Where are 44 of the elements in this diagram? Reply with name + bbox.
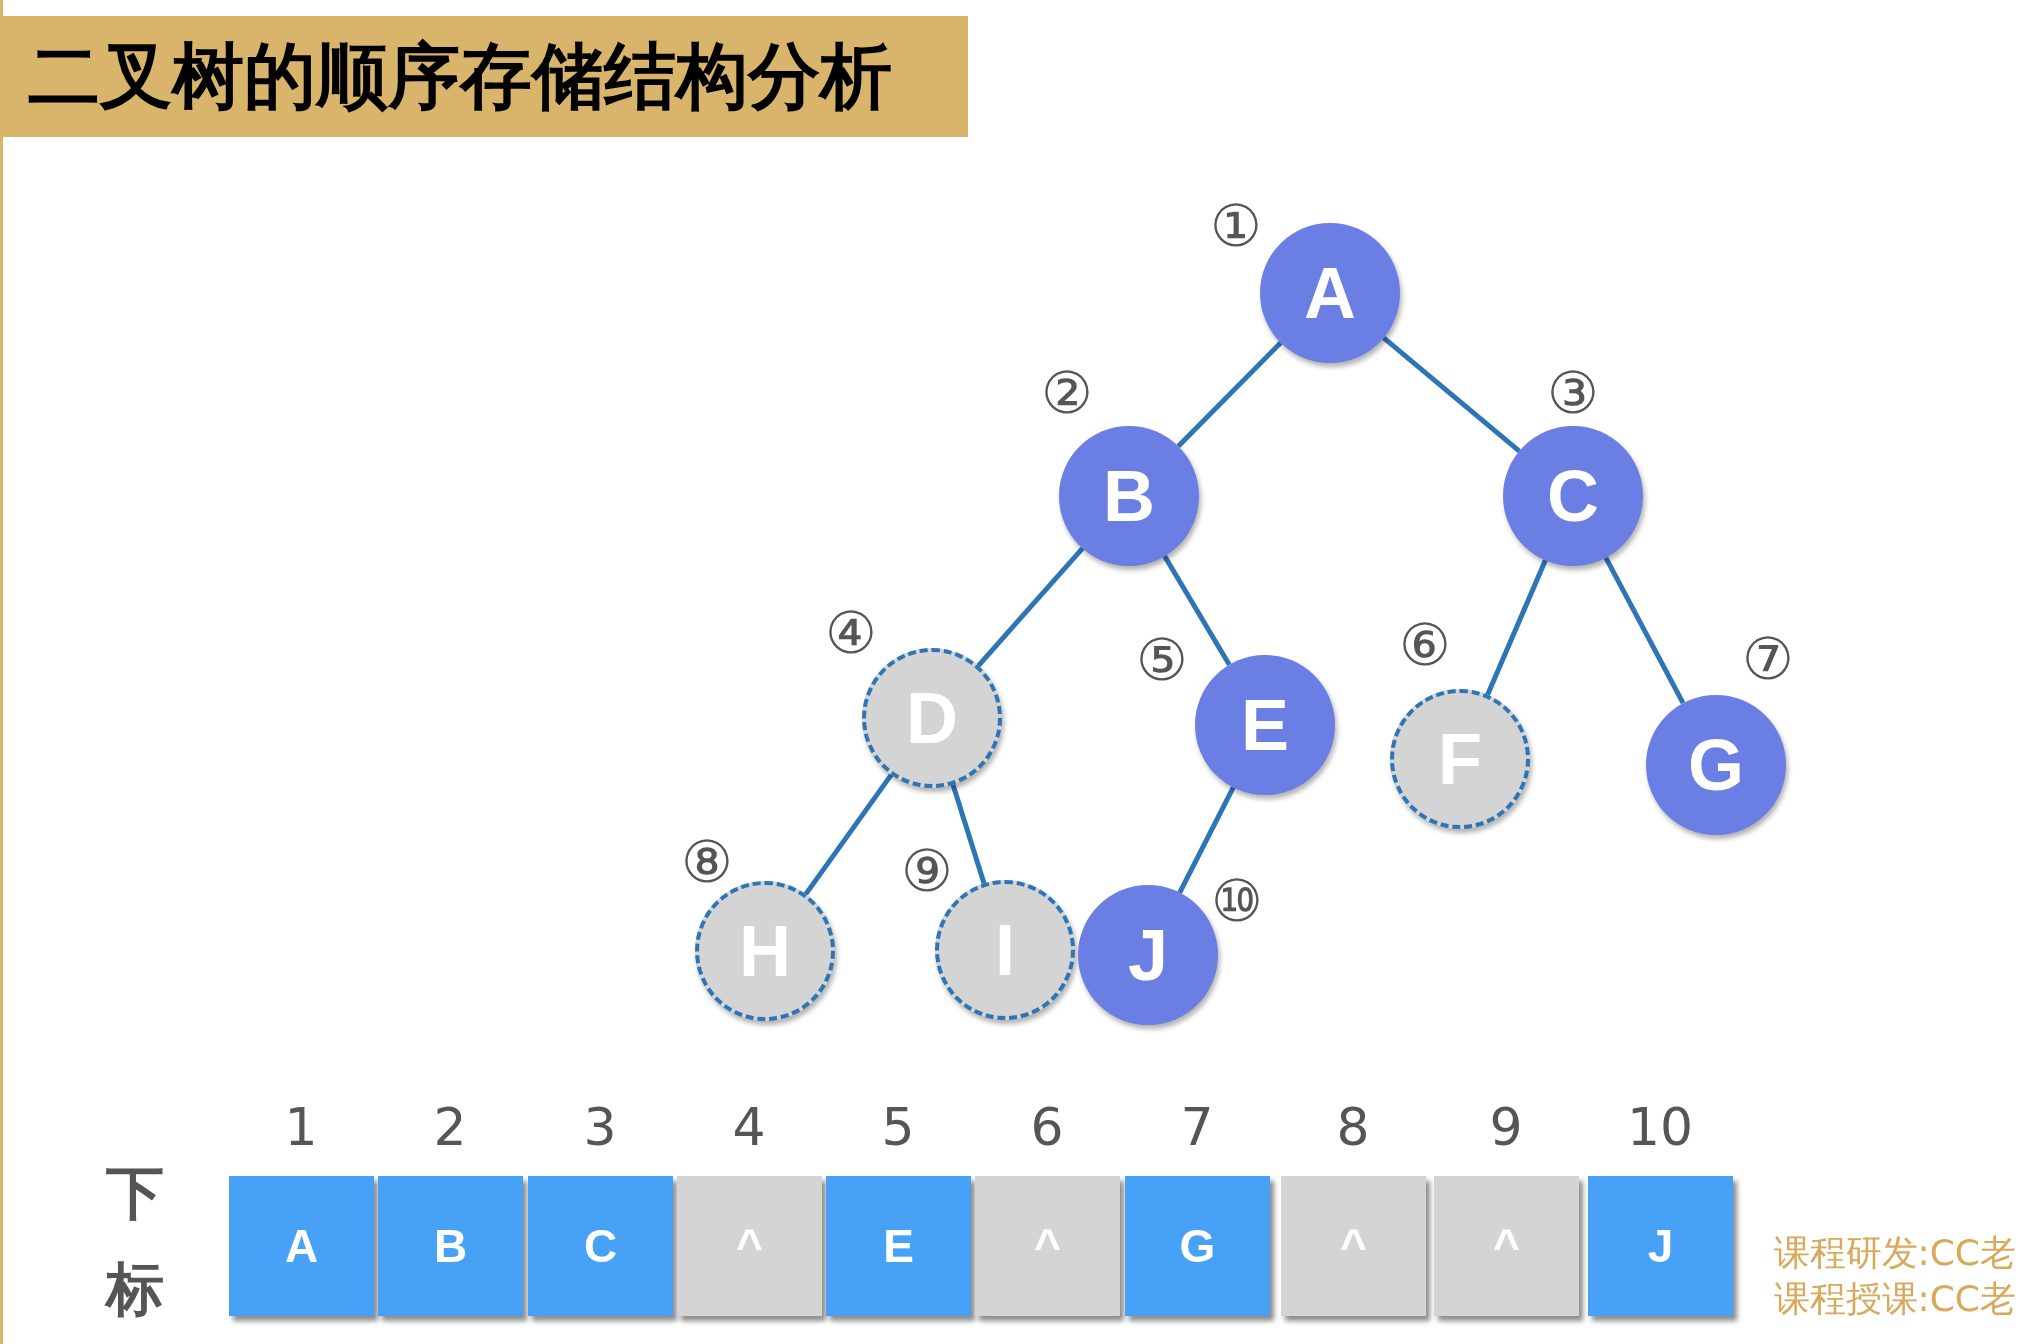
empty-array-cell: ^ — [677, 1176, 822, 1316]
node-number: ② — [1041, 364, 1093, 422]
empty-array-cell: ^ — [1281, 1176, 1426, 1316]
index-number: 4 — [732, 1101, 766, 1153]
tree-node: C — [1503, 426, 1643, 566]
index-number: 2 — [433, 1101, 467, 1153]
array-cell: B — [378, 1176, 523, 1316]
credit-text: 课程研发:CC老 — [1773, 1231, 2016, 1275]
node-number: ① — [1210, 197, 1262, 255]
empty-array-cell: ^ — [1434, 1176, 1579, 1316]
tree-edge — [1162, 554, 1232, 667]
index-number: 9 — [1489, 1101, 1523, 1153]
tree-edge — [976, 546, 1085, 668]
array-cell: A — [229, 1176, 374, 1316]
array-cell: E — [826, 1176, 971, 1316]
tree-edge — [1382, 336, 1521, 453]
tree-edge — [1177, 786, 1236, 894]
index-number: 3 — [583, 1101, 617, 1153]
credit-text: 课程授课:CC老 — [1773, 1277, 2016, 1321]
index-number: 6 — [1030, 1101, 1064, 1153]
index-number: 1 — [284, 1101, 318, 1153]
index-number: 10 — [1626, 1101, 1694, 1153]
index-number: 7 — [1180, 1101, 1214, 1153]
tree-edge — [950, 784, 987, 884]
array-cell: J — [1588, 1176, 1733, 1316]
axis-caption: 下标 — [106, 1158, 164, 1325]
empty-array-cell: ^ — [975, 1176, 1120, 1316]
tree-node: A — [1260, 223, 1400, 363]
array-cell: C — [528, 1176, 673, 1316]
tree-node: B — [1059, 426, 1199, 566]
index-number: 5 — [881, 1101, 915, 1153]
tree-node: G — [1646, 695, 1786, 835]
node-number: ⑥ — [1399, 616, 1451, 674]
node-number: ⑤ — [1136, 631, 1188, 689]
index-number: 8 — [1336, 1101, 1370, 1153]
tree-edge — [1603, 556, 1686, 705]
tree-edge — [1485, 559, 1548, 696]
tree-edge — [1176, 340, 1283, 449]
tree-edge — [803, 773, 894, 896]
array-cell: G — [1125, 1176, 1270, 1316]
node-number: ③ — [1547, 364, 1599, 422]
title-banner: 二叉树的顺序存储结构分析 — [0, 16, 968, 137]
node-number: ⑦ — [1742, 630, 1794, 688]
tree-node: E — [1195, 655, 1335, 795]
